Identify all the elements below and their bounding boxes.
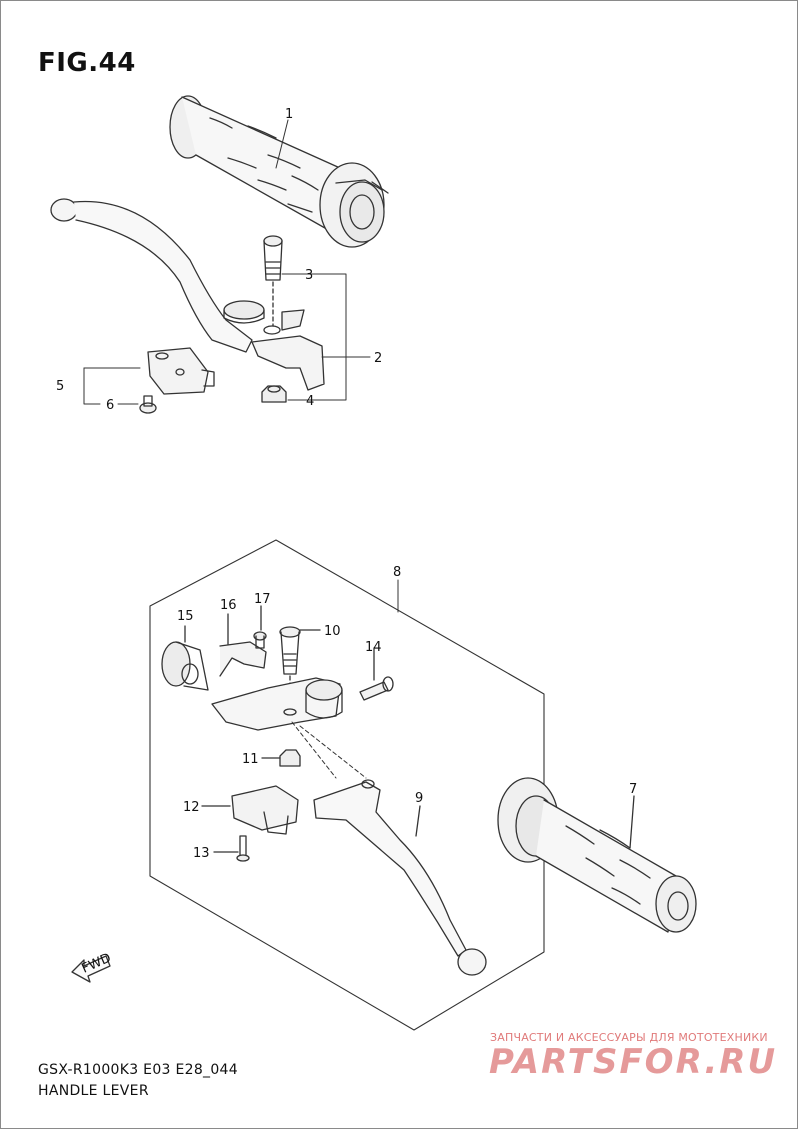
- callout-9: 9: [415, 791, 423, 806]
- lower-lever-holder-part: [211, 677, 343, 731]
- clutch-lever-part: [313, 779, 487, 976]
- clutch-switch-part: [201, 785, 299, 835]
- lower-nut-part: [261, 749, 301, 767]
- callout-2: 2: [374, 351, 382, 366]
- adjuster-knob-part: [161, 625, 209, 691]
- left-grip-part: [497, 777, 697, 933]
- fwd-arrow-icon: [71, 955, 111, 983]
- watermark-tagline: ЗАПЧАСТИ И АКСЕССУАРЫ ДЛЯ МОТОТЕХНИКИ: [490, 1031, 768, 1044]
- callout-4: 4: [306, 394, 314, 409]
- callout-7: 7: [629, 782, 637, 797]
- lower-screw-part: [213, 835, 250, 862]
- callout-16: 16: [220, 598, 237, 613]
- callout-1: 1: [285, 107, 293, 122]
- watermark-logo: PARTSFOR.RU: [489, 1042, 778, 1082]
- bracket-part: [219, 613, 267, 677]
- figure-title: FIG.44: [38, 48, 136, 78]
- callout-17: 17: [254, 592, 271, 607]
- screw-part: [139, 395, 157, 414]
- section-name: HANDLE LEVER: [38, 1083, 149, 1099]
- callout-6: 6: [106, 398, 114, 413]
- callout-11: 11: [242, 752, 259, 767]
- callout-13: 13: [193, 846, 210, 861]
- callout-15: 15: [177, 609, 194, 624]
- clamp-bolt-part: [359, 647, 394, 701]
- model-code: GSX-R1000K3 E03 E28_044: [38, 1062, 238, 1078]
- nut-part: [261, 385, 287, 403]
- pivot-bolt-part: [263, 235, 283, 327]
- callout-5: 5: [56, 379, 64, 394]
- brake-lever-part: [50, 198, 281, 353]
- callout-14: 14: [365, 640, 382, 655]
- callout-8: 8: [393, 565, 401, 580]
- throttle-grip-part: [169, 95, 389, 248]
- callout-12: 12: [183, 800, 200, 815]
- small-screw-part: [253, 605, 267, 649]
- callout-3: 3: [305, 268, 313, 283]
- brake-switch-part: [147, 347, 215, 395]
- lever-holder-part: [251, 309, 325, 391]
- callout-10: 10: [324, 624, 341, 639]
